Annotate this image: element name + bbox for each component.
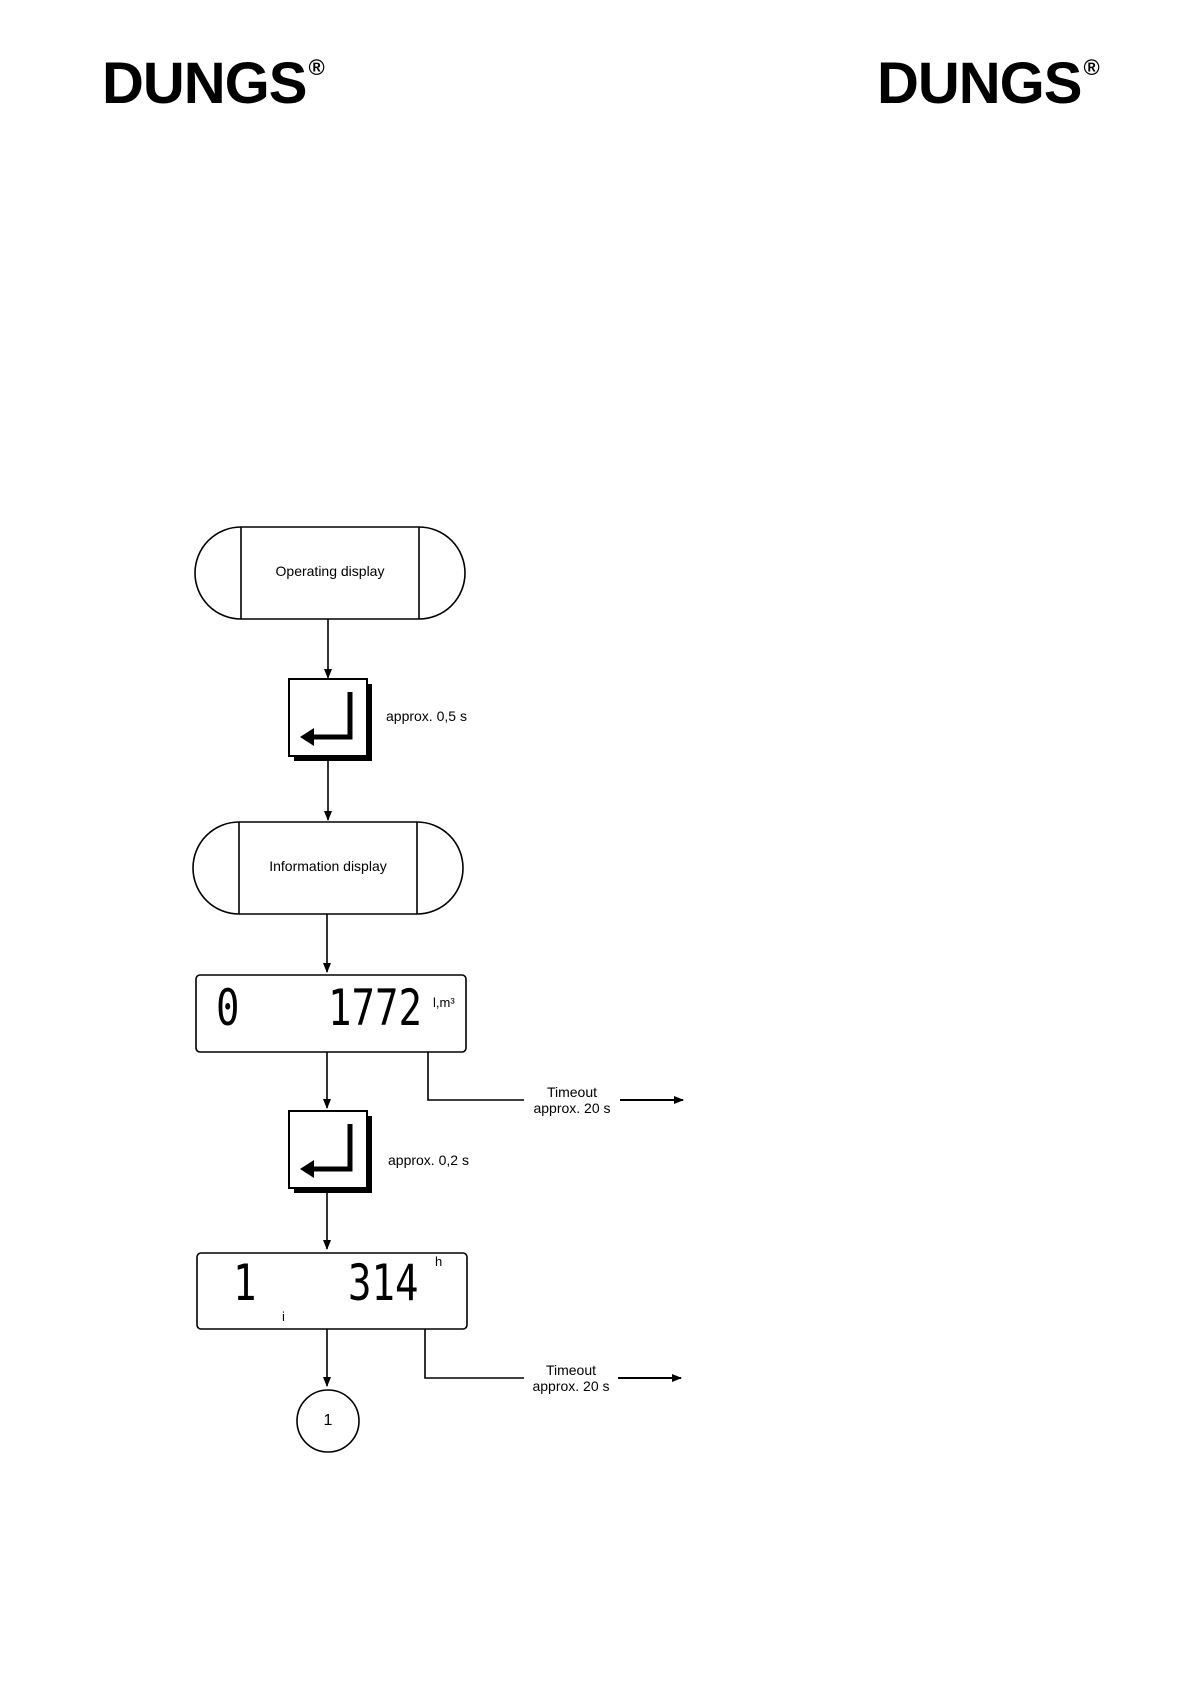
timeout2-label: Timeout approx. 20 s <box>524 1362 618 1394</box>
enter2-time-label: approx. 0,2 s <box>388 1152 469 1168</box>
operating-display-label: Operating display <box>241 563 419 579</box>
enter1-time-label: approx. 0,5 s <box>386 708 467 724</box>
lcd1-left-value: 0 <box>216 983 239 1033</box>
timeout2-line2: approx. 20 s <box>524 1378 618 1394</box>
lcd2-unit: h <box>435 1254 442 1269</box>
lcd2-left-value: 1 <box>233 1258 256 1308</box>
timeout-branch-1 <box>428 1052 524 1100</box>
timeout-branch-2 <box>425 1329 524 1378</box>
timeout1-label: Timeout approx. 20 s <box>524 1084 620 1116</box>
timeout2-line1: Timeout <box>524 1362 618 1378</box>
timeout1-line1: Timeout <box>524 1084 620 1100</box>
enter-key-icon <box>289 1111 372 1193</box>
information-display-label: Information display <box>239 858 417 874</box>
timeout1-line2: approx. 20 s <box>524 1100 620 1116</box>
lcd2-right-value: 314 <box>348 1258 418 1308</box>
lcd1-unit: l,m³ <box>433 995 455 1010</box>
connector-label: 1 <box>297 1412 359 1430</box>
lcd2-sub-indicator: i <box>282 1309 285 1324</box>
lcd1-right-value: 1772 <box>328 983 422 1033</box>
enter-key-icon <box>289 679 372 761</box>
